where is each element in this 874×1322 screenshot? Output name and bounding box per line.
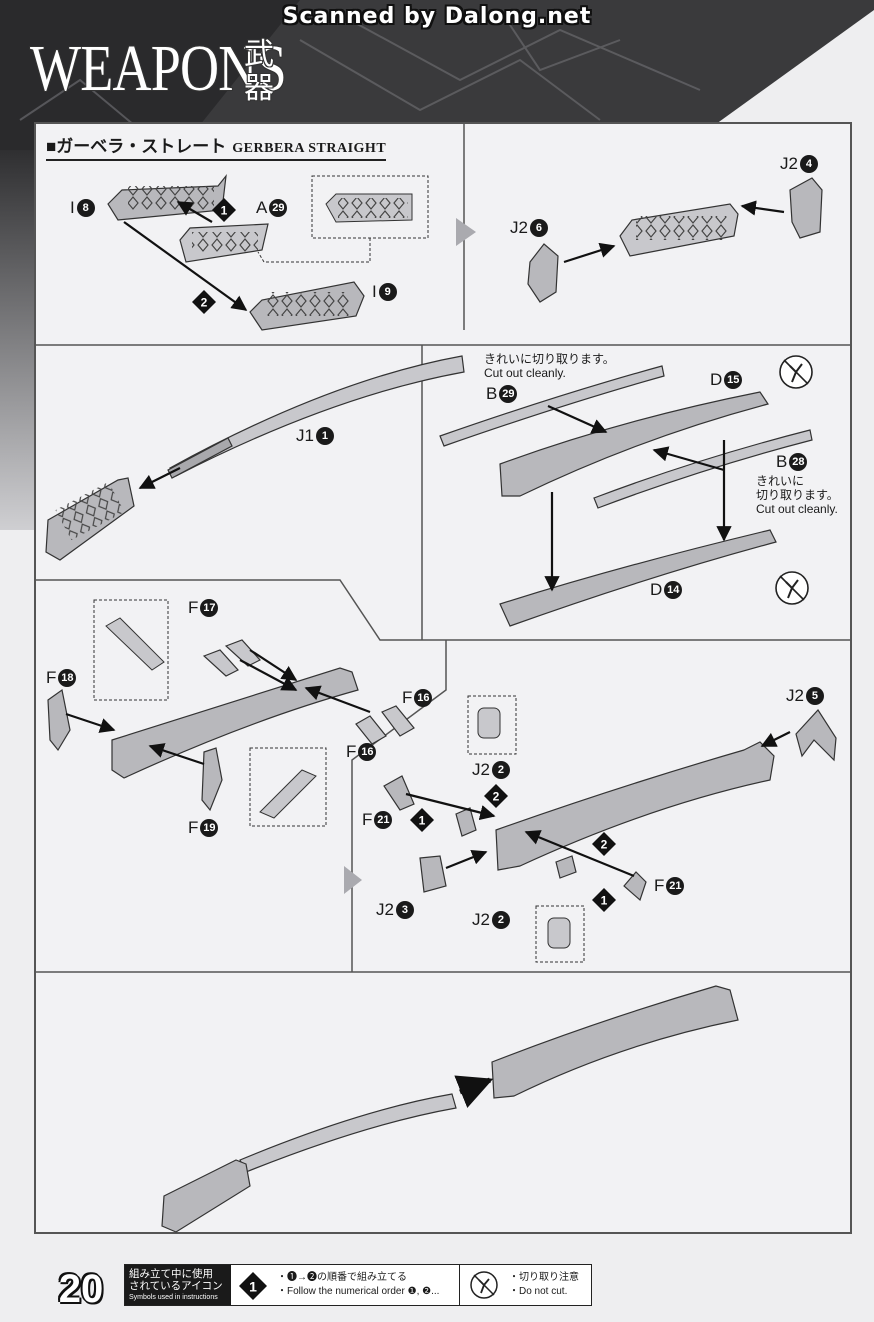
header-banner — [0, 0, 874, 150]
step-badge-2: 2 — [192, 290, 216, 319]
step-badge-1: 1 — [592, 888, 616, 917]
page-title-kanji: 武器 — [244, 37, 274, 106]
cut-cleanly-jp: きれいに切り取ります。 — [484, 352, 615, 366]
grip-parts-drawing — [107, 173, 365, 331]
banner-shading-left — [0, 150, 34, 530]
do-not-cut-icon — [470, 1271, 498, 1299]
svg-text:2: 2 — [201, 296, 208, 310]
legend-heading-en: Symbols used in instructions — [129, 1294, 218, 1301]
do-not-cut-icon — [779, 355, 813, 389]
svg-text:1: 1 — [221, 204, 228, 218]
svg-text:2: 2 — [493, 790, 500, 804]
legend-order-en: ・Follow the numerical order ❶, ❷... — [277, 1286, 440, 1297]
j2-detail-top — [477, 707, 501, 739]
legend-order-jp: ・❶→❷の順番で組み立てる — [277, 1272, 407, 1283]
panel3a-arrows — [65, 649, 371, 766]
section-title: ■ガーベラ・ストレート GERBERA STRAIGHT — [46, 132, 387, 161]
scan-credit: Scanned by Dalong.net — [282, 4, 592, 29]
legend-cut-en: ・Do not cut. — [509, 1286, 568, 1297]
detail-box-j2-top — [467, 695, 517, 755]
symbols-legend: 組み立て中に使用 されているアイコン Symbols used in instr… — [124, 1264, 592, 1306]
legend-cut-jp: ・切り取り注意 — [509, 1272, 579, 1283]
step-badge-2: 2 — [484, 784, 508, 813]
step-badge-1: 1 — [410, 808, 434, 837]
scabbard-caps-drawing — [383, 709, 837, 902]
step-order-icon: 1 — [239, 1272, 267, 1300]
panel1b-arrows — [563, 200, 785, 264]
panel2b-arrows — [544, 404, 732, 592]
final-arrow — [454, 1075, 494, 1108]
scabbard-fittings-drawing — [47, 639, 415, 812]
cut-cleanly-note-1: きれいに切り取ります。 Cut out cleanly. — [484, 352, 615, 380]
f17-detail-drawing — [105, 617, 165, 671]
panel1-arrows — [123, 201, 248, 311]
cut-cleanly-en: Cut out cleanly. — [484, 366, 566, 380]
scabbard-halves-drawing — [439, 365, 813, 627]
section-title-en: GERBERA STRAIGHT — [232, 141, 387, 156]
legend-heading-jp: 組み立て中に使用 — [129, 1268, 213, 1280]
legend-divider — [459, 1265, 460, 1305]
legend-heading: 組み立て中に使用 されているアイコン Symbols used in instr… — [125, 1265, 231, 1305]
handle-assembly-drawing — [527, 177, 823, 303]
svg-text:1: 1 — [249, 1278, 257, 1294]
detail-callout-line — [257, 238, 371, 263]
svg-text:1: 1 — [419, 814, 426, 828]
grip-detail-pattern — [338, 198, 408, 218]
f16-detail-drawing — [259, 769, 317, 819]
do-not-cut-icon — [775, 571, 809, 605]
step-badge-1: 1 — [212, 198, 236, 227]
panel2a-arrow — [138, 467, 181, 489]
detail-box-j2-bottom — [535, 905, 585, 963]
cut-cleanly-jp: きれいに — [756, 474, 805, 488]
page-title: WEAPONS — [30, 32, 287, 105]
detail-box-f17 — [93, 599, 169, 701]
blade-handle-drawing — [45, 355, 465, 561]
panel3b-arrows — [405, 731, 791, 878]
cut-cleanly-jp: 切り取ります。 — [756, 488, 839, 502]
j2-detail-bottom — [547, 917, 571, 949]
detail-box-f16 — [249, 747, 327, 827]
svg-text:2: 2 — [601, 838, 608, 852]
cut-cleanly-en: Cut out cleanly. — [756, 502, 838, 516]
final-assembly-drawing — [161, 985, 739, 1233]
section-title-jp: ■ガーベラ・ストレート — [46, 137, 227, 156]
page-number: 20 — [58, 1267, 104, 1311]
section-title-underline — [46, 159, 387, 161]
instructions-frame — [34, 122, 852, 1234]
svg-text:1: 1 — [601, 894, 608, 908]
cut-cleanly-note-2: きれいに 切り取ります。 Cut out cleanly. — [756, 474, 839, 516]
step-badge-2: 2 — [592, 832, 616, 861]
legend-heading-jp: されているアイコン — [129, 1280, 223, 1292]
